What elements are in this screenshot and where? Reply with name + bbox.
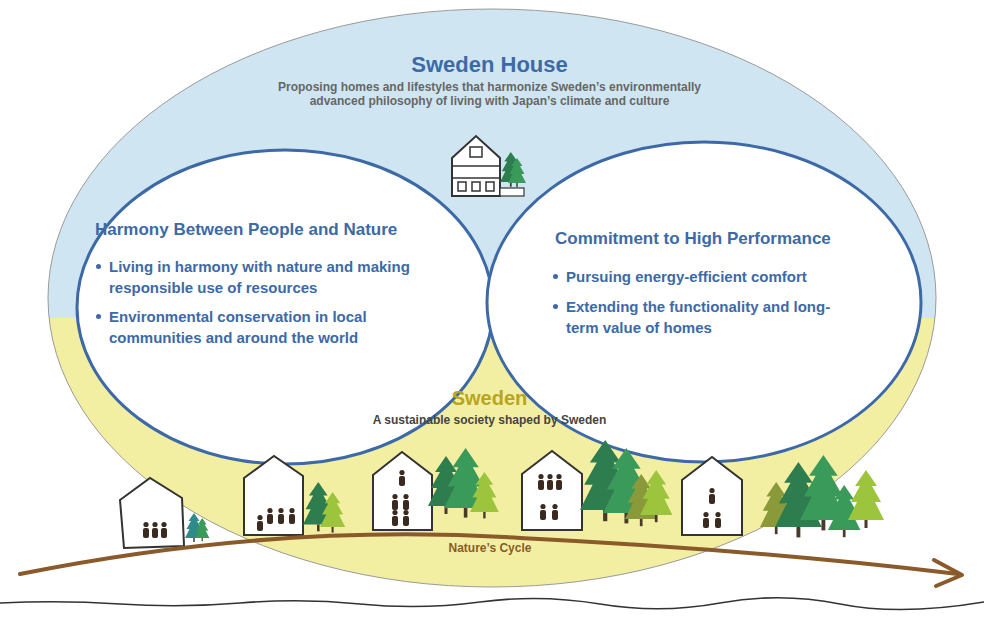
house-icon [452, 136, 526, 196]
text-block: A sustainable society shaped by Sweden [47, 413, 932, 427]
text-block: Environmental conservation in local comm… [109, 306, 424, 348]
house-row [120, 451, 742, 548]
text-block: Extending the functionality and long-ter… [566, 296, 856, 338]
text-block: Proposing homes and lifestyles that harm… [262, 80, 717, 108]
ellipse-outline [48, 9, 936, 587]
cycle-arrowhead [934, 560, 962, 586]
land-fill [48, 318, 936, 587]
text-block: Commitment to High Performance [555, 229, 915, 249]
outer-ellipse-node: Sweden HouseProposing homes and lifestyl… [47, 8, 937, 588]
bullet-dot [553, 304, 558, 309]
text-block: Sweden [47, 386, 932, 410]
bullet-dot [553, 274, 558, 279]
bullet-dot [96, 264, 101, 269]
sky-fill [48, 9, 936, 318]
tree-group [185, 440, 884, 542]
cycle-label: Nature’s Cycle [410, 541, 570, 555]
text-block: Harmony Between People and Nature [95, 220, 475, 240]
ground-line [0, 598, 984, 610]
cycle-arrow [20, 534, 958, 574]
text-block: Living in harmony with nature and making… [109, 256, 424, 298]
text-block: Pursuing energy-efficient comfort [566, 266, 886, 287]
bullet-dot [96, 314, 101, 319]
lobe-outline [77, 150, 493, 464]
lobe-outline [487, 142, 921, 462]
text-block: Sweden House [47, 52, 932, 78]
